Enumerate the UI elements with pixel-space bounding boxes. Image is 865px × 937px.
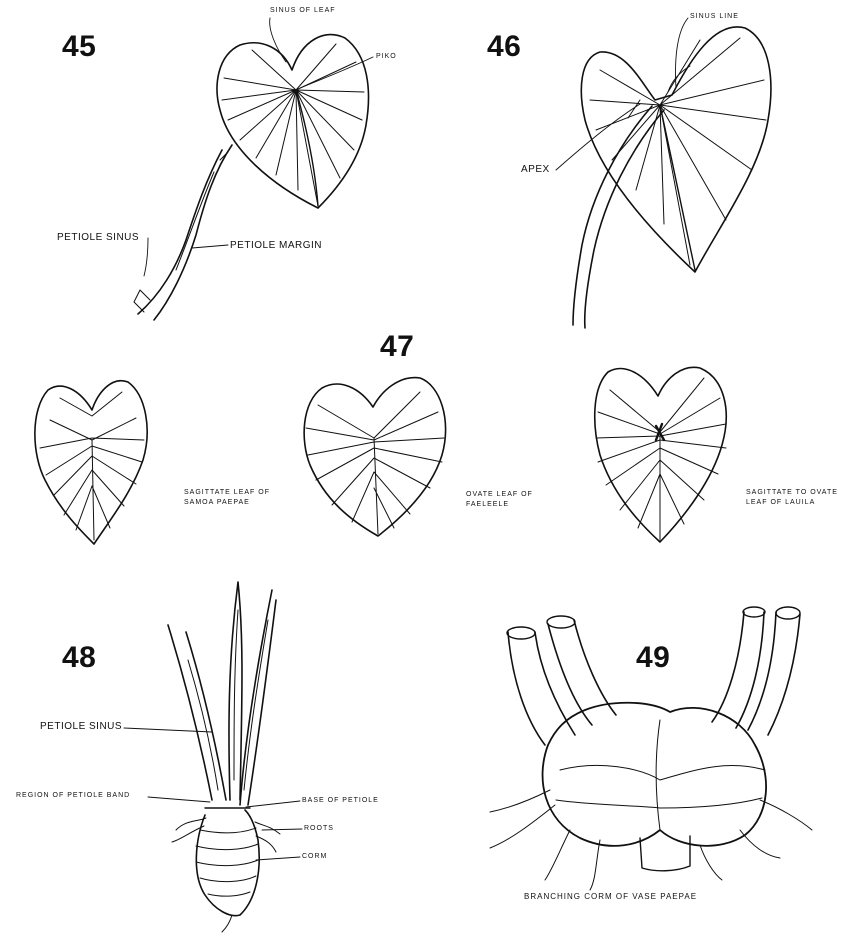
fig49-corm-drawing [490, 607, 812, 890]
label-roots: ROOTS [304, 824, 334, 834]
label-petiole-margin: PETIOLE MARGIN [230, 240, 322, 251]
label-region-petiole-band: REGION OF PETIOLE BAND [16, 791, 130, 801]
caption-faeleele-line1: OVATE LEAF OF [466, 490, 533, 500]
caption-lauila-line2: LEAF OF LAUILA [746, 498, 838, 508]
caption-faeleele: OVATE LEAF OF FAELEELE [466, 490, 533, 510]
caption-samoa-line2: SAMOA PAEPAE [184, 498, 270, 508]
label-base-of-petiole: BASE OF PETIOLE [302, 796, 379, 806]
caption-samoa-line1: SAGITTATE LEAF OF [184, 488, 270, 498]
caption-branching-corm: BRANCHING CORM OF VASE PAEPAE [524, 892, 697, 902]
label-apex: APEX [521, 164, 550, 175]
label-piko: PIKO [376, 52, 397, 62]
label-petiole-sinus-45: PETIOLE SINUS [57, 232, 139, 243]
label-corm: CORM [302, 852, 327, 862]
fig47-faeleele-leaf [304, 378, 445, 536]
caption-samoa-paepae: SAGITTATE LEAF OF SAMOA PAEPAE [184, 488, 270, 508]
label-sinus-of-leaf: SINUS OF LEAF [270, 6, 336, 16]
caption-lauila-line1: SAGITTATE TO OVATE [746, 488, 838, 498]
label-sinus-line: SINUS LINE [690, 12, 739, 22]
caption-lauila: SAGITTATE TO OVATE LEAF OF LAUILA [746, 488, 838, 508]
fig45-leaf-drawing [134, 18, 373, 320]
label-petiole-sinus-48: PETIOLE SINUS [40, 721, 122, 732]
fig47-lauila-leaf [595, 367, 726, 542]
fig48-plant-drawing [124, 582, 302, 932]
caption-faeleele-line2: FAELEELE [466, 500, 533, 510]
fig47-samoa-leaf [35, 381, 147, 544]
fig46-leaf-drawing [556, 18, 771, 328]
